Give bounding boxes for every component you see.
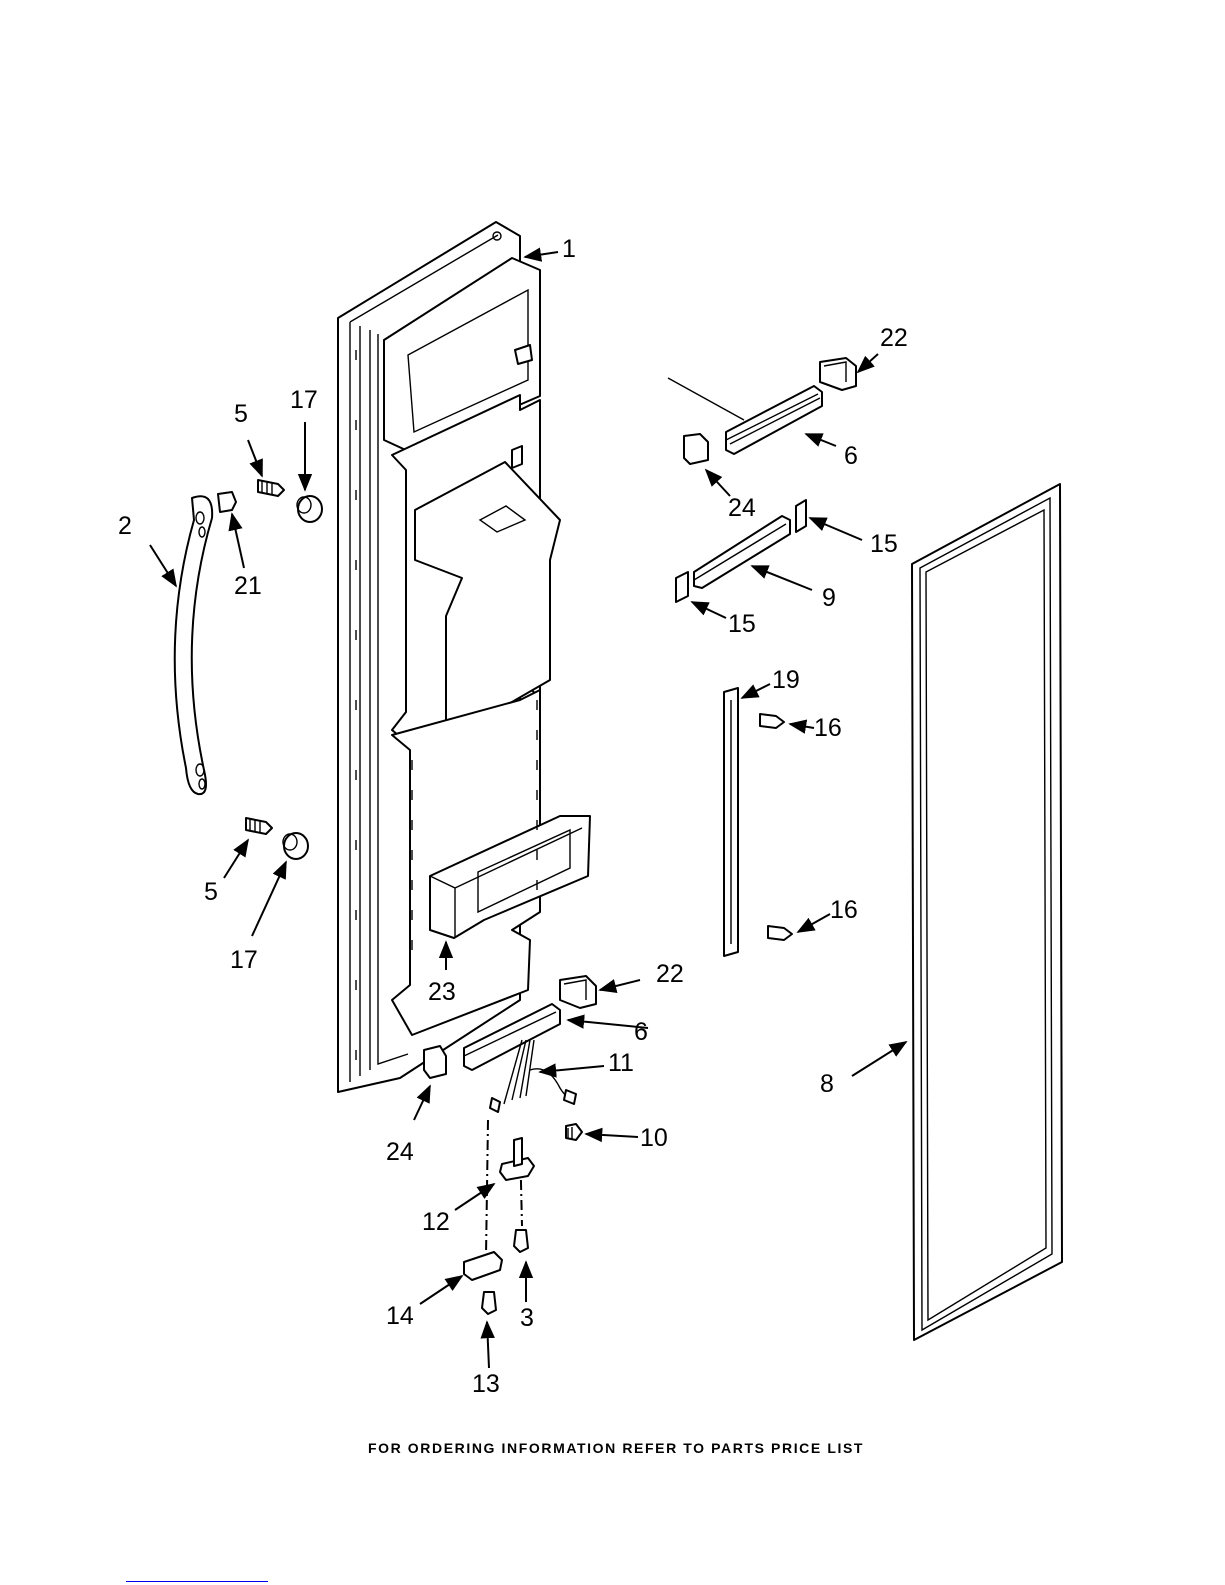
callout-24-lower: 24: [386, 1138, 414, 1166]
door-gasket: [912, 484, 1062, 1340]
rail-screw-upper: [760, 714, 784, 728]
callout-24-upper: 24: [728, 494, 756, 522]
callout-5-upper: 5: [234, 400, 248, 428]
callout-3: 3: [520, 1304, 534, 1332]
handle-spacer-upper: [297, 496, 322, 522]
callout-1: 1: [562, 235, 576, 263]
callout-23: 23: [428, 978, 456, 1006]
shelf-end-cap-upper-left: [684, 434, 708, 464]
callout-13: 13: [472, 1370, 500, 1398]
shelf-rail-upper: [726, 386, 822, 454]
shelf-end-cap-upper-right: [820, 358, 856, 390]
callout-6-upper: 6: [844, 442, 858, 470]
rail-alignment-line: [668, 378, 744, 420]
shelf-end-cap-lower-right: [560, 976, 596, 1008]
callout-11: 11: [608, 1049, 634, 1077]
callout-14: 14: [386, 1302, 414, 1330]
bottom-hinge-cover: [464, 1252, 502, 1280]
callout-2: 2: [118, 512, 132, 540]
callout-16-upper: 16: [814, 714, 842, 742]
callout-5-lower: 5: [204, 878, 218, 906]
callout-17-lower: 17: [230, 946, 258, 974]
callout-16-lower: 16: [830, 896, 858, 924]
callout-17-upper: 17: [290, 386, 318, 414]
ground-screw: [566, 1124, 582, 1140]
callout-22-upper: 22: [880, 324, 908, 352]
rail-clip-lower: [676, 572, 688, 602]
callout-22-lower: 22: [656, 960, 684, 988]
hinge-screw: [514, 1230, 528, 1252]
shelf-end-cap-lower-left: [424, 1046, 446, 1078]
handle-screw-lower: [246, 818, 272, 834]
cover-screw: [482, 1292, 496, 1314]
handle-spacer-lower: [283, 833, 308, 859]
hinge-pin-bracket: [500, 1138, 534, 1180]
vertical-rail: [724, 688, 738, 956]
callout-6-lower: 6: [634, 1018, 648, 1046]
callout-15-lower: 15: [728, 610, 756, 638]
bottom-link-underline[interactable]: [126, 1581, 268, 1582]
rail-clip-upper: [796, 500, 806, 532]
rail-screw-lower: [768, 926, 792, 940]
callout-12: 12: [422, 1208, 450, 1236]
callout-21: 21: [234, 572, 262, 600]
callout-19: 19: [772, 666, 800, 694]
callout-15-upper: 15: [870, 530, 898, 558]
door-handle: [175, 496, 212, 794]
shelf-rail-middle: [694, 516, 790, 588]
door-liner: [338, 222, 590, 1092]
callout-9: 9: [822, 584, 836, 612]
callout-10: 10: [640, 1124, 668, 1152]
footer-note: FOR ORDERING INFORMATION REFER TO PARTS …: [368, 1440, 864, 1456]
handle-stud: [218, 492, 236, 512]
callout-8: 8: [820, 1070, 834, 1098]
handle-screw-upper: [258, 480, 284, 496]
